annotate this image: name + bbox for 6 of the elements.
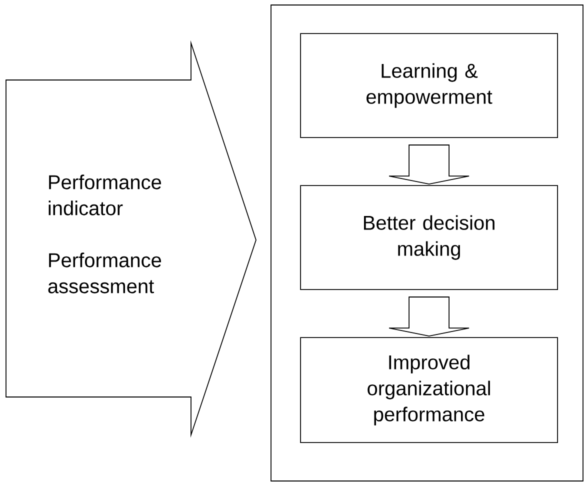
process-box: Better decision making [300,185,558,290]
block-arrow [388,144,470,185]
frame-box [270,4,584,482]
process-box: Improved organizational performance [300,337,558,443]
block-arrow [388,296,470,337]
process-box: Learning & empowerment [300,33,558,138]
